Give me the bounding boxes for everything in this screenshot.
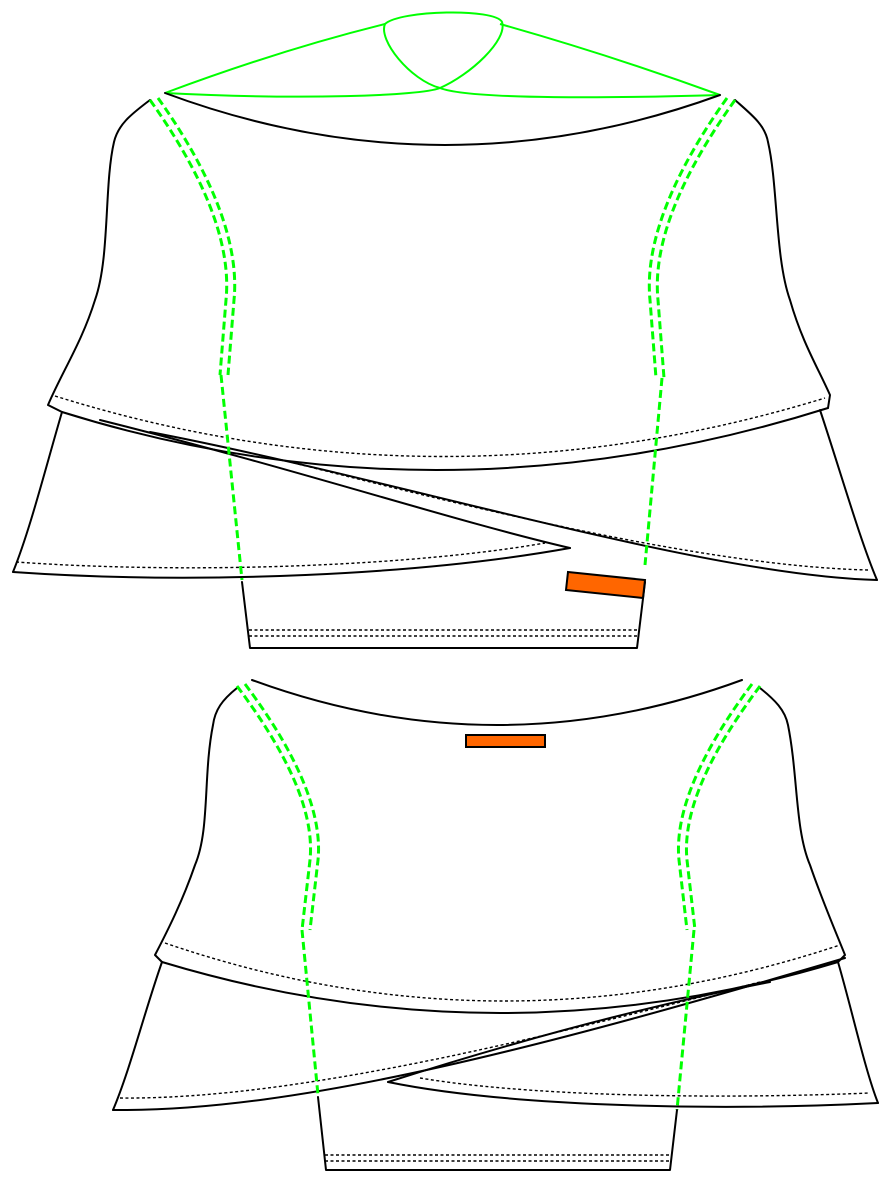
front-skirt-band — [241, 581, 646, 649]
front-lower-right-side — [819, 409, 878, 581]
back-neck-label-tab — [465, 734, 546, 748]
back-left-armhole-side — [154, 687, 238, 963]
back-right-armhole-side — [759, 687, 846, 963]
front-upper-flounce-topstitch — [54, 395, 826, 458]
back-right-princess-seam — [676, 683, 762, 931]
back-left-princess-seam — [235, 683, 321, 931]
back-right-panel-wrap-edge — [387, 981, 771, 1083]
front-lower-left-side — [12, 411, 63, 573]
back-left-seam-lower — [300, 929, 320, 1096]
front-neckline — [164, 92, 721, 146]
back-right-seam-lower — [675, 929, 696, 1111]
back-left-panel-hem — [112, 957, 846, 1112]
back-skirt-band — [317, 1096, 678, 1171]
back-left-panel-topstitch — [119, 981, 761, 1099]
back-band-topstitch — [325, 1154, 671, 1162]
back-lower-left-side — [112, 961, 163, 1111]
front-right-princess-seam — [647, 97, 737, 379]
front-upper-flounce-hem — [61, 407, 829, 471]
back-lower-right-side — [837, 961, 879, 1104]
front-right-panel-topstitch — [289, 461, 869, 571]
front-left-armhole-side — [47, 99, 151, 413]
front-left-seam-lower — [219, 374, 244, 581]
front-right-seam-lower — [643, 377, 664, 566]
halter-neck-loop — [164, 11, 721, 99]
front-right-armhole-side — [734, 99, 831, 409]
front-view — [12, 11, 878, 649]
back-view — [112, 679, 879, 1171]
front-left-panel-hem — [12, 547, 571, 579]
front-left-princess-seam — [148, 97, 237, 376]
halter-neck-strap — [164, 23, 721, 96]
front-left-panel-wrap-edge — [99, 419, 571, 549]
front-label-tab — [564, 570, 647, 600]
back-neckline — [251, 679, 743, 726]
front-band-topstitch — [249, 629, 638, 637]
back-right-panel-topstitch — [419, 1077, 871, 1097]
back-upper-flounce-topstitch — [164, 942, 841, 1002]
back-right-panel-hem — [387, 1081, 879, 1108]
front-left-panel-topstitch — [15, 542, 546, 569]
